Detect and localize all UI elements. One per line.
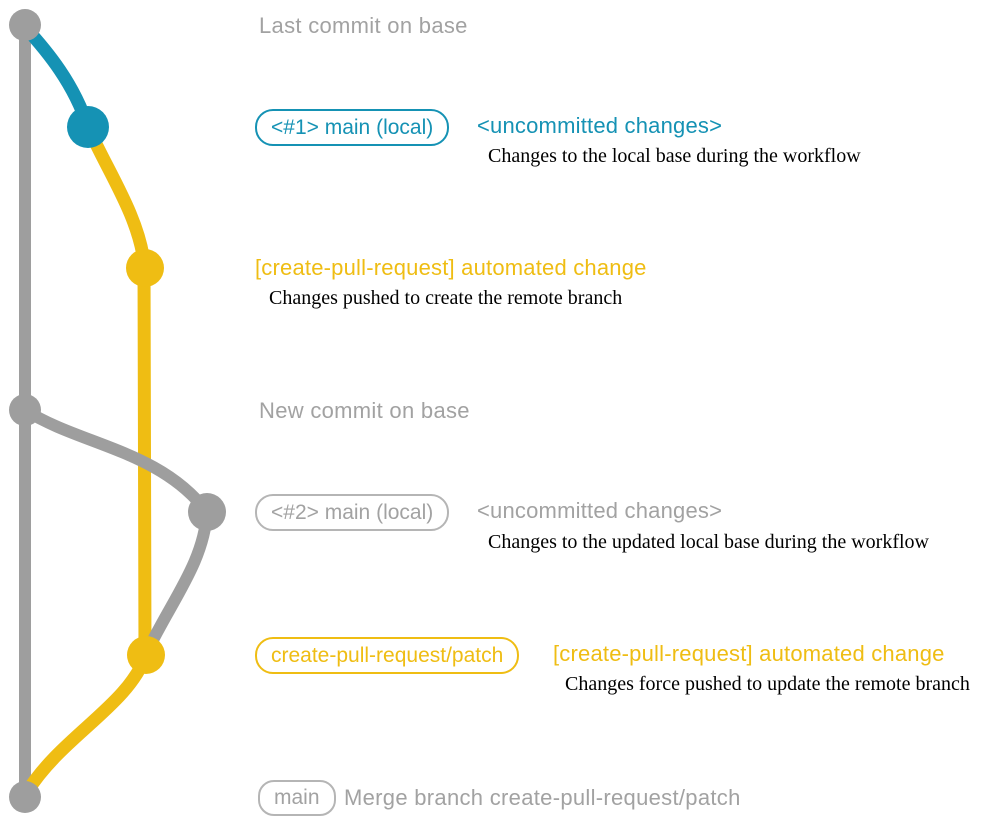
gray-update-curve bbox=[21, 404, 212, 516]
yellow-merge-curve bbox=[21, 652, 153, 796]
commit-title-uncommitted-changes-2: <uncommitted changes> bbox=[477, 498, 723, 523]
caption-new-commit-on-base: New commit on base bbox=[259, 398, 470, 423]
branch-badge-main-local-1: <#1> main (local) bbox=[255, 109, 450, 146]
commit-node-main-local-1 bbox=[67, 106, 109, 148]
commit-node-automated-change-2 bbox=[127, 636, 165, 674]
branch-badge-main: main bbox=[258, 780, 336, 816]
gray-force-push-curve bbox=[142, 511, 213, 653]
commit-node-last-base bbox=[9, 9, 41, 41]
commit-node-automated-change-1 bbox=[126, 249, 164, 287]
commit-node-merge bbox=[9, 781, 41, 813]
git-graph bbox=[9, 9, 226, 813]
commit-title-automated-change-1: [create-pull-request] automated change bbox=[255, 255, 647, 280]
commit-desc-local-base: Changes to the local base during the wor… bbox=[488, 145, 861, 167]
commit-desc-updated-local-base: Changes to the updated local base during… bbox=[488, 531, 929, 553]
commit-title-automated-change-2: [create-pull-request] automated change bbox=[553, 641, 945, 666]
commit-desc-force-pushed-update: Changes force pushed to update the remot… bbox=[565, 673, 970, 695]
caption-last-commit-on-base: Last commit on base bbox=[259, 13, 468, 38]
commit-node-new-base bbox=[9, 394, 41, 426]
commit-title-merge-branch: Merge branch create-pull-request/patch bbox=[344, 785, 741, 810]
yellow-branch-line bbox=[82, 124, 152, 656]
commit-desc-pushed-create: Changes pushed to create the remote bran… bbox=[269, 287, 623, 309]
commit-title-uncommitted-changes-1: <uncommitted changes> bbox=[477, 113, 723, 138]
branch-badge-main-local-2: <#2> main (local) bbox=[255, 494, 450, 531]
commit-node-main-local-2 bbox=[188, 493, 226, 531]
branch-badge-create-pull-request-patch: create-pull-request/patch bbox=[255, 637, 520, 674]
